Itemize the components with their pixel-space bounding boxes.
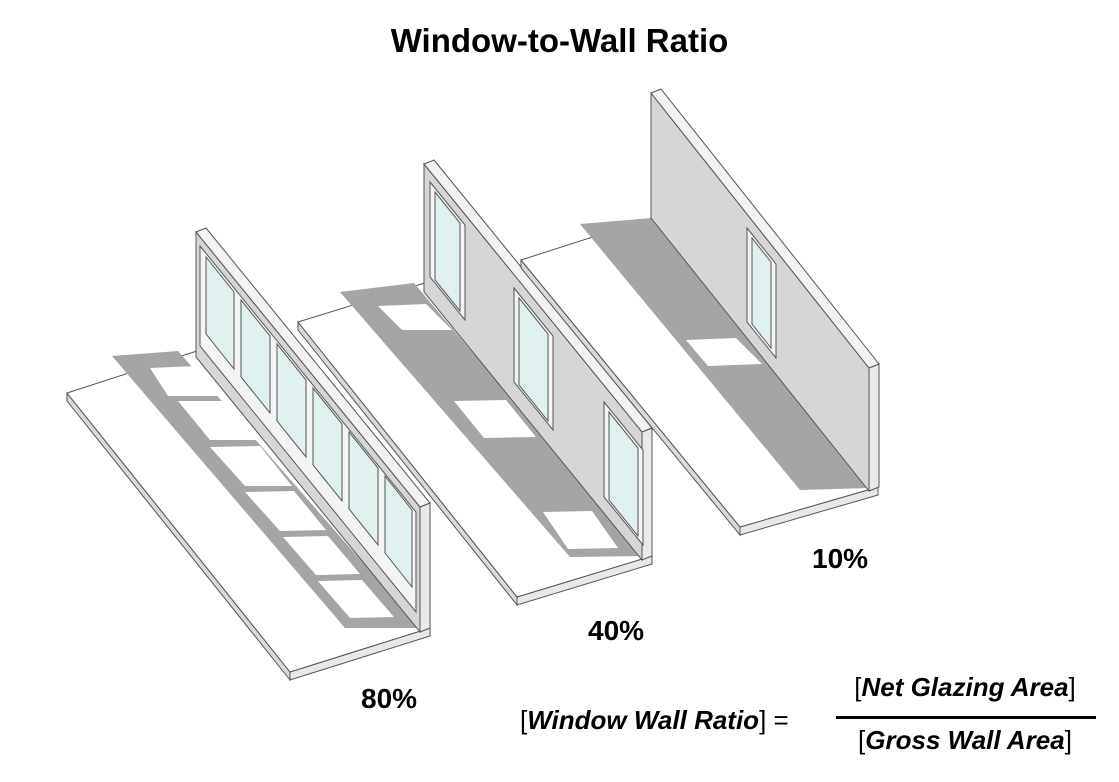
- formula-denominator: [Gross Wall Area]: [830, 725, 1100, 756]
- bracket: ]: [1064, 725, 1072, 755]
- diagram-title: Window-to-Wall Ratio: [390, 22, 729, 59]
- ratio-label-40: 40%: [588, 615, 645, 646]
- window-glass: [751, 236, 772, 350]
- formula-lhs: [Window Wall Ratio] =: [520, 705, 789, 736]
- bracket: [: [854, 672, 862, 702]
- window-glass: [240, 298, 271, 415]
- window-glass: [205, 255, 235, 371]
- window-strip: [199, 244, 417, 614]
- windows: [429, 180, 644, 547]
- formula-lhs-term: Window Wall Ratio: [527, 705, 760, 735]
- bracket-equals: ] =: [759, 705, 789, 735]
- light-patches: [150, 366, 394, 618]
- window-glass: [434, 190, 461, 313]
- window-glass: [384, 474, 413, 589]
- wall-end: [868, 363, 880, 492]
- window-glass: [608, 410, 639, 538]
- window-glass: [518, 296, 549, 423]
- panel-10: [520, 88, 880, 537]
- formula-numerator: [Net Glazing Area]: [830, 672, 1100, 703]
- window-glass: [312, 386, 343, 503]
- panel-40: [297, 159, 653, 607]
- wall-top: [650, 88, 880, 369]
- numerator-term: Net Glazing Area: [861, 672, 1069, 702]
- light-patches: [686, 338, 762, 366]
- fraction-bar: [836, 716, 1096, 719]
- panel-80: [66, 227, 431, 682]
- window-glass: [276, 342, 307, 459]
- bracket: [: [520, 705, 528, 735]
- window-glass: [348, 430, 379, 547]
- wwr-formula: [Window Wall Ratio] = [Net Glazing Area]…: [520, 672, 1100, 782]
- bracket: ]: [1068, 672, 1076, 702]
- wall-end: [419, 502, 431, 633]
- ratio-label-10: 10%: [812, 543, 869, 574]
- windows: [746, 226, 777, 360]
- denominator-term: Gross Wall Area: [865, 725, 1065, 755]
- wall-top: [195, 227, 431, 508]
- light-patches: [378, 304, 618, 549]
- bracket: [: [858, 725, 866, 755]
- ratio-label-80: 80%: [361, 683, 418, 714]
